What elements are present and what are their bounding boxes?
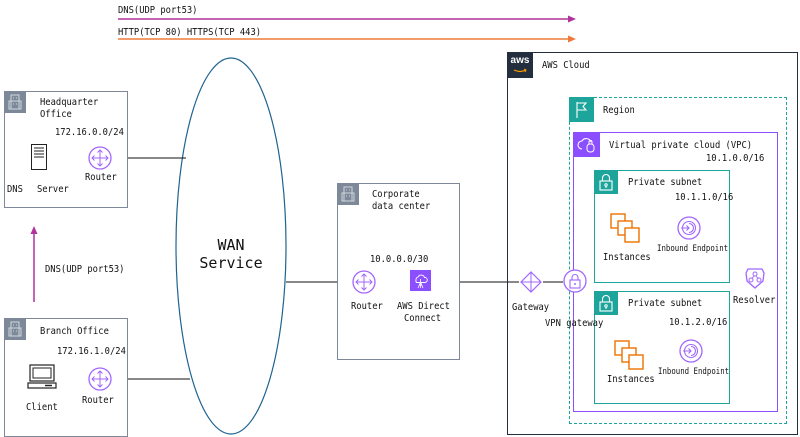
wan-label-2: Service	[199, 254, 263, 272]
client-label: Client	[26, 402, 58, 413]
dc-router-label: Router	[351, 301, 383, 312]
branch-cidr: 172.16.1.0/24	[57, 346, 126, 357]
building-icon	[4, 91, 26, 113]
region-flag-icon	[569, 97, 594, 122]
private-subnet-1	[594, 170, 730, 283]
dx-label-1: AWS Direct	[397, 301, 450, 312]
aws-logo-icon: aws	[507, 52, 533, 78]
resolver-label: Resolver	[733, 295, 776, 306]
instances-icon[interactable]	[610, 213, 640, 249]
private-subnet-2	[594, 291, 730, 404]
subnet-lock-icon	[594, 291, 618, 315]
aws-logo-text: aws	[510, 55, 530, 66]
dns-server-icon[interactable]	[31, 144, 47, 174]
gateway-label: Gateway	[512, 302, 550, 313]
wan-ellipse	[175, 57, 287, 435]
subnet-1-instances-label: Instances	[603, 252, 651, 263]
headquarter-cidr: 172.16.0.0/24	[55, 127, 124, 138]
region-label: Region	[603, 105, 635, 116]
subnet-lock-icon	[594, 170, 618, 194]
subnet-2-title: Private subnet	[628, 298, 703, 309]
subnet-2-endpoint-label: Inbound Endpoint	[658, 367, 730, 377]
branch-router-label: Router	[82, 395, 114, 406]
legend-http-arrowhead	[568, 35, 576, 43]
dns-flow-arrowhead	[30, 226, 38, 234]
inbound-endpoint-icon[interactable]	[677, 216, 701, 244]
vpn-gateway-label: VPN gateway	[545, 318, 604, 329]
wan-label-1: WAN	[217, 236, 245, 254]
route53-resolver-icon[interactable]	[744, 266, 766, 294]
corporate-datacenter-group	[337, 183, 460, 360]
dns-server-label-2: Server	[37, 184, 69, 195]
subnet-1-title: Private subnet	[628, 177, 703, 188]
vpn-gateway-icon[interactable]	[563, 269, 587, 297]
client-laptop-icon[interactable]	[27, 364, 57, 394]
region-group	[569, 97, 787, 424]
subnet-1-cidr: 10.1.1.0/16	[675, 192, 734, 203]
headquarter-office-group	[4, 91, 128, 208]
dns-server-label-1: DNS	[7, 184, 23, 195]
customer-gateway-icon[interactable]	[519, 270, 543, 298]
legend-dns-arrowhead	[568, 15, 576, 23]
legend-dns-label: DNS(UDP port53)	[118, 5, 198, 16]
hq-router-icon[interactable]	[88, 146, 112, 174]
subnet-2-instances-label: Instances	[607, 374, 655, 385]
aws-cloud-label: AWS Cloud	[542, 60, 590, 71]
aws-cloud-group	[507, 52, 798, 435]
headquarter-title-1: Headquarter	[40, 97, 99, 108]
subnet-2-cidr: 10.1.2.0/16	[669, 317, 728, 328]
dns-flow-label: DNS(UDP port53)	[45, 264, 125, 275]
branch-router-icon[interactable]	[88, 367, 112, 395]
subnet-1-endpoint-label: Inbound Endpoint	[657, 244, 729, 254]
dx-label-2: Connect	[404, 313, 442, 324]
datacenter-cidr: 10.0.0.0/30	[370, 254, 429, 265]
inbound-endpoint-icon[interactable]	[679, 339, 703, 367]
hq-router-label: Router	[85, 172, 117, 183]
vpc-label: Virtual private cloud (VPC)	[609, 140, 753, 151]
datacenter-title-2: data center	[372, 201, 431, 212]
building-icon	[4, 318, 26, 340]
building-icon	[337, 183, 359, 205]
branch-title: Branch Office	[40, 326, 109, 337]
vpc-cloud-icon	[573, 132, 600, 157]
instances-icon[interactable]	[614, 340, 644, 376]
dc-router-icon[interactable]	[352, 270, 376, 298]
direct-connect-icon[interactable]	[410, 270, 431, 295]
headquarter-title-2: Office	[40, 109, 72, 120]
datacenter-title-1: Corporate	[372, 189, 420, 200]
vpc-cidr: 10.1.0.0/16	[706, 153, 765, 164]
legend-http-label: HTTP(TCP 80) HTTPS(TCP 443)	[118, 27, 262, 38]
